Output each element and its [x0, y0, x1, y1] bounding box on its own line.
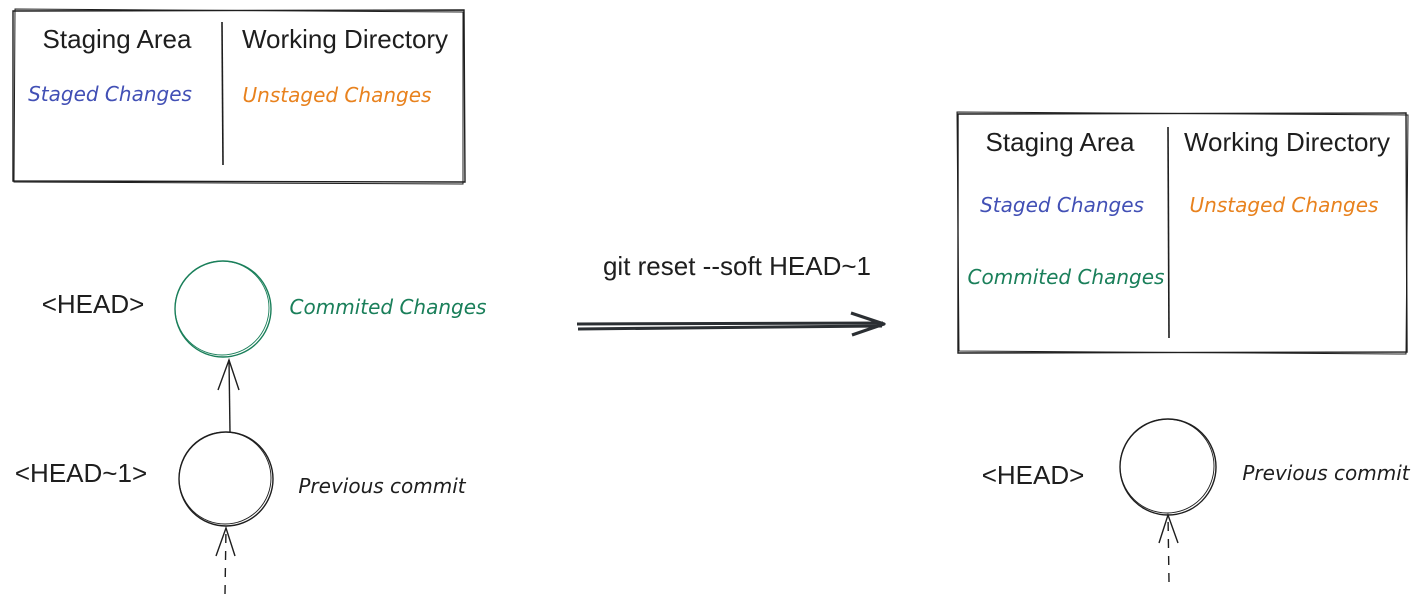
after-previous-commit: Previous commit — [1242, 461, 1410, 485]
before-parent-commit-node — [178, 431, 274, 527]
after-staged-changes: Staged Changes — [980, 193, 1144, 217]
after-workspace-box — [956, 111, 1409, 355]
transition-arrow — [576, 311, 886, 337]
after-unstaged-changes: Unstaged Changes — [1190, 193, 1379, 217]
before-parent-label: <HEAD~1> — [15, 458, 147, 488]
before-history-dashed-link — [215, 525, 236, 595]
before-head-label: <HEAD> — [42, 289, 145, 319]
before-head-commit-node — [174, 260, 272, 358]
after-head-commit-node — [1119, 418, 1217, 516]
after-committed-changes: Commited Changes — [968, 265, 1165, 289]
before-working-header: Working Directory — [242, 24, 448, 54]
before-staging-header: Staging Area — [43, 24, 192, 54]
before-committed-changes: Commited Changes — [290, 295, 487, 319]
after-staging-header: Staging Area — [986, 127, 1135, 157]
before-workspace-box — [12, 8, 466, 185]
after-history-dashed-link — [1158, 512, 1179, 583]
after-working-header: Working Directory — [1184, 127, 1390, 157]
after-divider — [1167, 126, 1170, 339]
after-head-label: <HEAD> — [982, 460, 1085, 490]
before-unstaged-changes: Unstaged Changes — [243, 83, 432, 107]
command-label: git reset --soft HEAD~1 — [603, 251, 871, 281]
parent-link-arrow — [217, 357, 240, 433]
before-staged-changes: Staged Changes — [28, 82, 192, 106]
before-previous-commit: Previous commit — [298, 474, 466, 498]
before-divider — [221, 21, 224, 166]
